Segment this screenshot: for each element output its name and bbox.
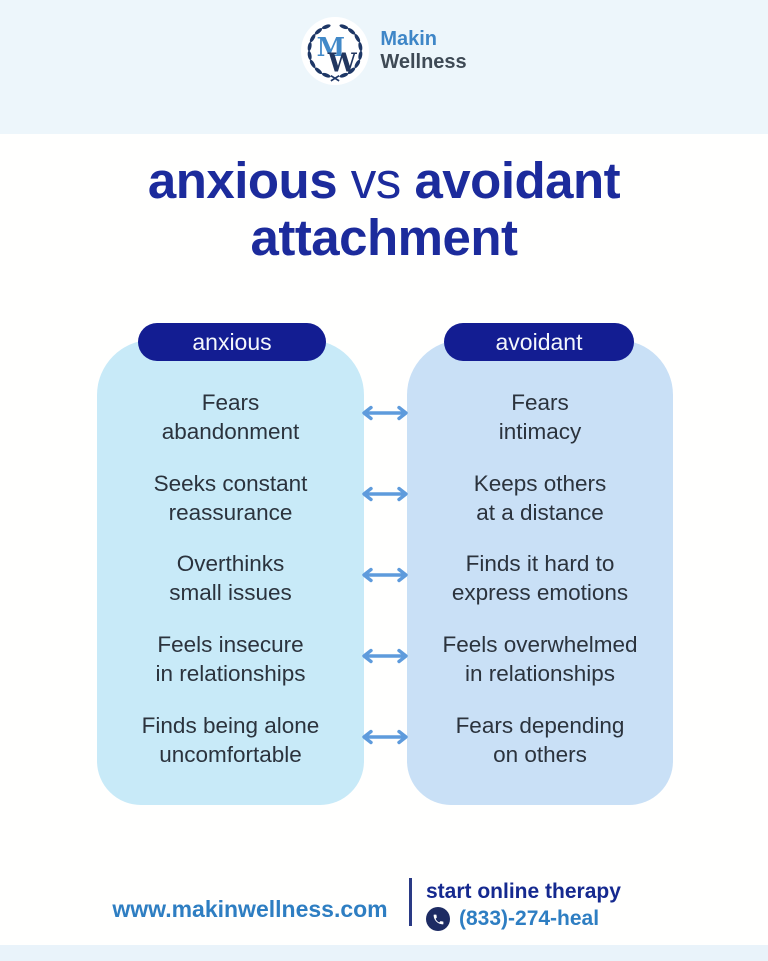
phone-handset-icon[interactable] [426,907,450,931]
title-line2: attachment [250,209,518,266]
double-headed-arrow-icon [362,405,408,421]
trait-line: in relationships [155,661,306,686]
anxious-trait-item: Seeks constant reassurance [97,458,364,538]
trait-line: Finds it hard to [465,551,615,576]
anxious-trait-item: Finds being alone uncomfortable [97,700,364,780]
anxious-header-label: anxious [192,328,272,355]
trait-line: Overthinks [176,551,285,576]
brand-name-bottom: Wellness [380,51,467,73]
double-headed-arrow-icon [362,729,408,745]
trait-line: reassurance [168,500,293,525]
avoidant-trait-item: Feels overwhelmed in relationships [407,619,673,699]
trait-line: Fears [511,390,569,415]
bottom-background-band [0,945,768,961]
logo-monogram-m: M [317,33,346,63]
logo-monogram-w: W [327,49,358,79]
brand-name: Makin Wellness [380,28,466,74]
double-headed-arrow-icon [362,486,408,502]
trait-line: on others [493,742,587,767]
trait-line: in relationships [464,661,616,686]
trait-line: Fears [201,390,260,415]
avoidant-panel: Fears intimacy Keeps others at a distanc… [407,340,673,805]
anxious-panel: Fears abandonment Seeks constant reassur… [97,340,364,805]
title-vs: vs [337,152,415,209]
footer-divider [409,878,412,926]
laurel-wreath-monogram-icon: M W [301,17,370,85]
trait-line: Seeks constant [153,471,308,496]
double-headed-arrow-icon [362,567,408,583]
avoidant-trait-item: Finds it hard to express emotions [407,538,673,618]
trait-line: intimacy [498,419,582,444]
trait-line: abandonment [161,419,300,444]
avoidant-trait-item: Keeps others at a distance [407,458,673,538]
trait-line: Feels overwhelmed [442,632,638,657]
phone-number-link[interactable]: (833)-274-heal [459,907,600,930]
brand-header: M W Makin Wellness [0,17,768,85]
trait-line: at a distance [476,500,604,525]
cta-text: start online therapy [426,880,621,903]
trait-line: small issues [169,580,292,605]
trait-line: uncomfortable [159,742,302,767]
title-word-avoidant: avoidant [414,152,621,209]
phone-row: (833)-274-heal [426,907,621,931]
brand-name-top: Makin [380,28,438,50]
avoidant-header-label: avoidant [495,328,583,355]
website-link[interactable]: www.makinwellness.com [112,896,388,922]
avoidant-trait-item: Fears depending on others [407,700,673,780]
trait-line: Finds being alone [141,713,320,738]
title-word-anxious: anxious [147,152,338,209]
trait-line: Keeps others [473,471,607,496]
double-headed-arrow-icon [362,648,408,664]
anxious-trait-item: Feels insecure in relationships [97,619,364,699]
avoidant-header-pill: avoidant [444,323,634,361]
top-background-band [0,0,768,134]
trait-line: express emotions [451,580,629,605]
page-title: anxious vs avoidant attachment [0,152,768,266]
anxious-header-pill: anxious [138,323,326,361]
trait-line: Feels insecure [157,632,304,657]
avoidant-trait-item: Fears intimacy [407,377,673,457]
footer-cta-block: start online therapy (833)-274-heal [426,880,621,931]
anxious-trait-item: Fears abandonment [97,377,364,457]
trait-line: Fears depending [455,713,625,738]
anxious-trait-item: Overthinks small issues [97,538,364,618]
